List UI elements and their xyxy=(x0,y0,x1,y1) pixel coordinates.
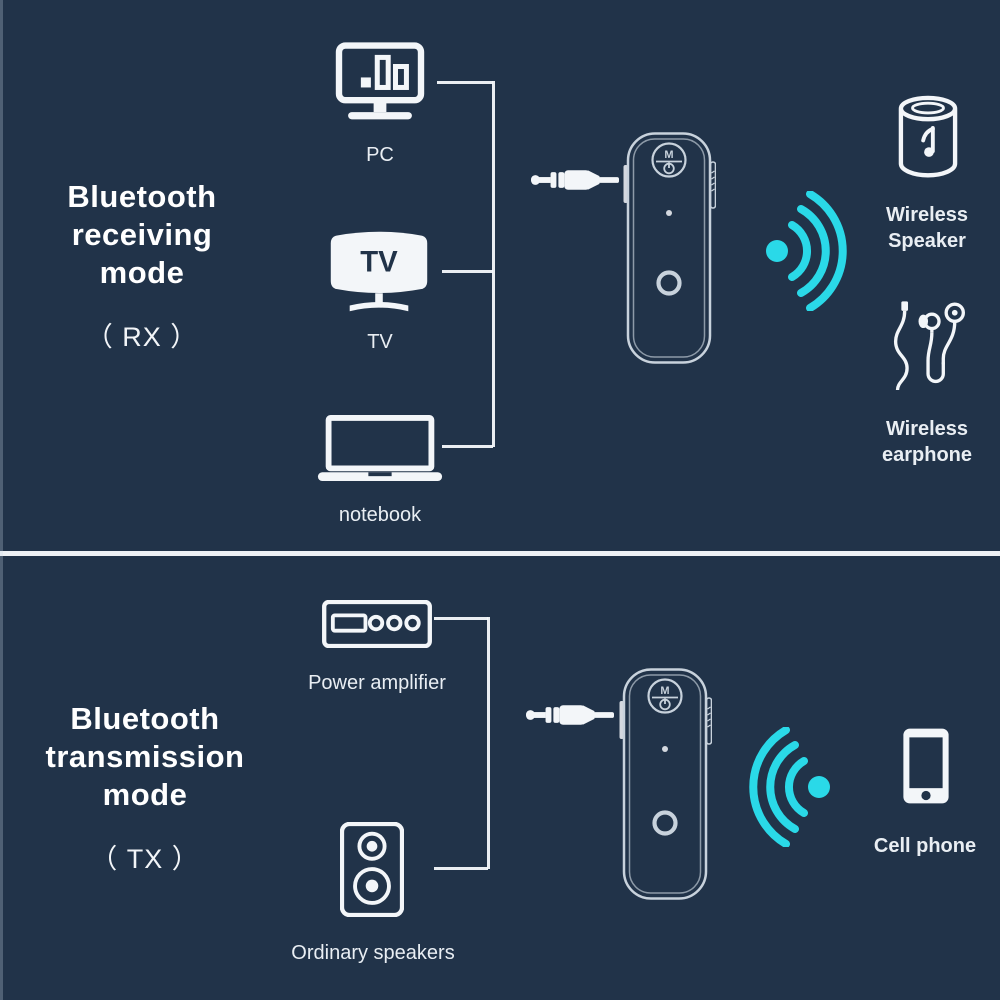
tx-connector-vertical xyxy=(487,617,490,869)
tx-connector-amplifier xyxy=(434,617,488,620)
rx-connector-pc xyxy=(437,81,493,84)
rx-title-line3: mode xyxy=(99,255,185,290)
tx-title-line1: Bluetooth xyxy=(70,701,220,736)
power-amplifier-label: Power amplifier xyxy=(308,672,446,694)
wireless-speaker-icon xyxy=(898,95,958,178)
wireless-speaker-label-line2: Speaker xyxy=(888,230,966,252)
rx-mode-label: （ RX ） xyxy=(85,322,199,352)
wireless-speaker-label-line1: Wireless xyxy=(885,204,969,226)
ordinary-speakers-icon xyxy=(340,822,404,917)
rx-connector-tv xyxy=(442,270,493,273)
device-m-button-label: M xyxy=(664,149,673,161)
rx-title-line1: Bluetooth xyxy=(67,179,217,214)
cell-phone-icon xyxy=(903,728,949,804)
wireless-earphone-label-line1: Wireless xyxy=(885,418,969,440)
bluetooth-adapter-device-rx: M xyxy=(623,132,716,364)
notebook-icon xyxy=(317,415,443,481)
tv-label: TV xyxy=(367,331,393,353)
section-tx: Bluetooth transmission mode （ TX ） Power… xyxy=(0,556,1000,1000)
rx-title-line2: receiving xyxy=(71,217,213,252)
aux-plug-icon-rx xyxy=(531,170,619,190)
aux-plug-icon-tx xyxy=(526,705,614,725)
cell-phone-label: Cell phone xyxy=(873,835,977,857)
wireless-earphone-label-line2: earphone xyxy=(881,444,973,466)
wireless-earphone-label: Wireless earphone xyxy=(852,416,1000,468)
tx-title-line2: transmission xyxy=(45,739,245,774)
tx-mode-label: （ TX ） xyxy=(90,844,200,874)
wireless-speaker-label: Wireless Speaker xyxy=(852,202,1000,254)
ordinary-speakers-label: Ordinary speakers xyxy=(291,942,455,964)
device-m-button-label: M xyxy=(660,685,669,697)
tv-screen-text: TV xyxy=(360,246,398,279)
tv-icon: TV xyxy=(330,231,428,312)
rx-title: Bluetooth receiving mode xyxy=(12,178,272,292)
bluetooth-adapter-device-tx: M xyxy=(619,668,712,900)
notebook-label: notebook xyxy=(338,504,422,526)
tx-title-line3: mode xyxy=(102,777,188,812)
rx-connector-notebook xyxy=(442,445,493,448)
tx-title: Bluetooth transmission mode xyxy=(15,700,275,814)
wireless-signal-icon-rx xyxy=(766,191,847,311)
left-edge-strip xyxy=(0,0,3,1000)
rx-connector-vertical xyxy=(492,81,495,447)
wireless-signal-icon-tx xyxy=(749,727,830,847)
section-divider xyxy=(0,551,1000,556)
section-rx: Bluetooth receiving mode （ RX ） PC TV TV xyxy=(12,42,1000,526)
pc-icon xyxy=(335,42,425,120)
tx-connector-speakers xyxy=(434,867,488,870)
wireless-earphone-icon xyxy=(893,301,965,391)
power-amplifier-icon xyxy=(322,600,432,648)
pc-label: PC xyxy=(366,144,394,166)
